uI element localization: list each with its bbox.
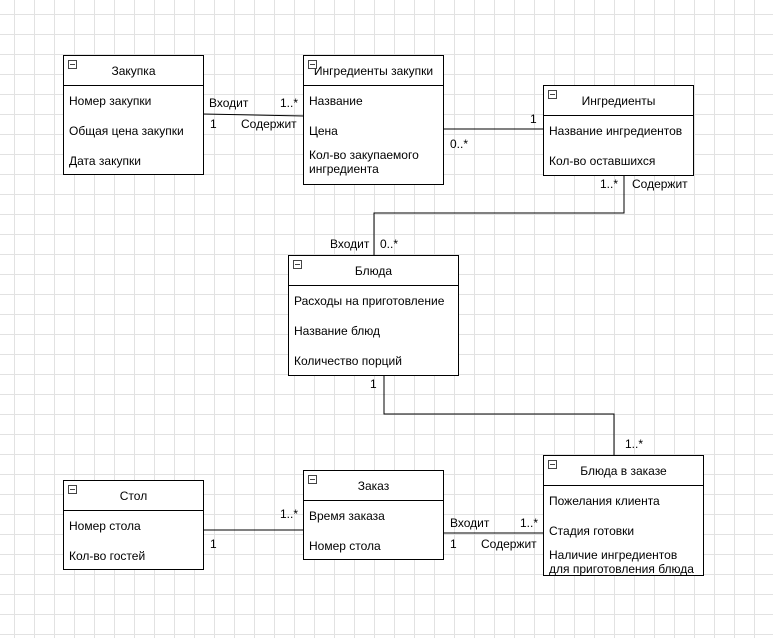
class-header: Блюда в заказе — [544, 456, 703, 486]
class-header: Закупка — [64, 56, 203, 86]
multiplicity-label: 1..* — [280, 96, 299, 110]
class-ingredients[interactable]: Ингредиенты Название ингредиентов Кол-во… — [543, 85, 694, 176]
role-label: Входит — [209, 96, 249, 110]
class-purchase-ingredients[interactable]: Ингредиенты закупки Название Цена Кол-во… — [303, 55, 444, 185]
class-table[interactable]: Стол Номер стола Кол-во гостей — [63, 480, 204, 570]
association-dishes-order-dishes — [383, 375, 615, 455]
multiplicity-label: 1..* — [600, 177, 619, 191]
class-header: Стол — [64, 481, 203, 511]
class-header: Заказ — [304, 471, 443, 501]
role-label: Входит — [330, 237, 370, 251]
class-attribute: Название ингредиентов — [549, 124, 683, 138]
class-attribute: Название блюд — [294, 324, 381, 338]
class-attribute: Наличие ингредиентов для приготовления б… — [549, 548, 694, 576]
class-title: Заказ — [357, 478, 390, 493]
class-attribute: Номер стола — [309, 539, 381, 553]
multiplicity-label: 1 — [530, 112, 537, 126]
class-purchase[interactable]: Закупка Номер закупки Общая цена закупки… — [63, 55, 204, 175]
class-attribute: Цена — [309, 124, 338, 138]
class-attribute: Расходы на приготовление — [294, 294, 445, 308]
role-label: Входит — [450, 516, 490, 530]
multiplicity-label: 1..* — [625, 437, 644, 451]
role-label: Содержит — [481, 537, 537, 551]
multiplicity-label: 1 — [370, 377, 377, 391]
association-ingredients-dishes — [373, 175, 625, 255]
class-attribute: Время заказа — [309, 509, 385, 523]
class-attribute: Номер стола — [69, 519, 141, 533]
role-label: Содержит — [241, 117, 297, 131]
class-attribute: Количество порций — [294, 354, 402, 368]
class-title: Блюда в заказе — [580, 463, 667, 478]
class-dishes[interactable]: Блюда Расходы на приготовление Название … — [288, 255, 459, 376]
collapse-icon[interactable] — [548, 460, 557, 469]
class-title: Стол — [119, 488, 148, 503]
class-attribute: Название — [309, 94, 363, 108]
multiplicity-label: 1..* — [280, 507, 299, 521]
class-attribute: Пожелания клиента — [549, 494, 660, 508]
class-title: Закупка — [111, 63, 156, 78]
class-order[interactable]: Заказ Время заказа Номер стола — [303, 470, 444, 560]
class-title: Ингредиенты — [581, 93, 656, 108]
collapse-icon[interactable] — [548, 90, 557, 99]
class-attribute: Общая цена закупки — [69, 124, 184, 138]
class-header: Блюда — [289, 256, 458, 286]
multiplicity-label: 1 — [450, 537, 457, 551]
class-title: Блюда — [354, 263, 393, 278]
multiplicity-label: 0..* — [450, 137, 469, 151]
class-order-dishes[interactable]: Блюда в заказе Пожелания клиента Стадия … — [543, 455, 704, 576]
collapse-icon[interactable] — [308, 475, 317, 484]
class-attribute: Кол-во оставшихся — [549, 154, 656, 168]
class-attribute: Кол-во гостей — [69, 549, 146, 563]
collapse-icon[interactable] — [293, 260, 302, 269]
multiplicity-label: 0..* — [380, 237, 399, 251]
class-attribute: Номер закупки — [69, 94, 152, 108]
class-header: Ингредиенты закупки — [304, 56, 443, 86]
collapse-icon[interactable] — [308, 60, 317, 69]
association-purchase-purchase-ingredients — [202, 113, 305, 117]
multiplicity-label: 1..* — [520, 516, 539, 530]
class-attribute: Кол-во закупаемого ингредиента — [309, 148, 419, 176]
collapse-icon[interactable] — [68, 485, 77, 494]
class-header: Ингредиенты — [544, 86, 693, 116]
multiplicity-label: 1 — [210, 537, 217, 551]
class-title: Ингредиенты закупки — [313, 63, 434, 78]
role-label: Содержит — [632, 177, 688, 191]
multiplicity-label: 1 — [210, 117, 217, 131]
collapse-icon[interactable] — [68, 60, 77, 69]
class-attribute: Стадия готовки — [549, 524, 635, 538]
class-attribute: Дата закупки — [69, 154, 141, 168]
